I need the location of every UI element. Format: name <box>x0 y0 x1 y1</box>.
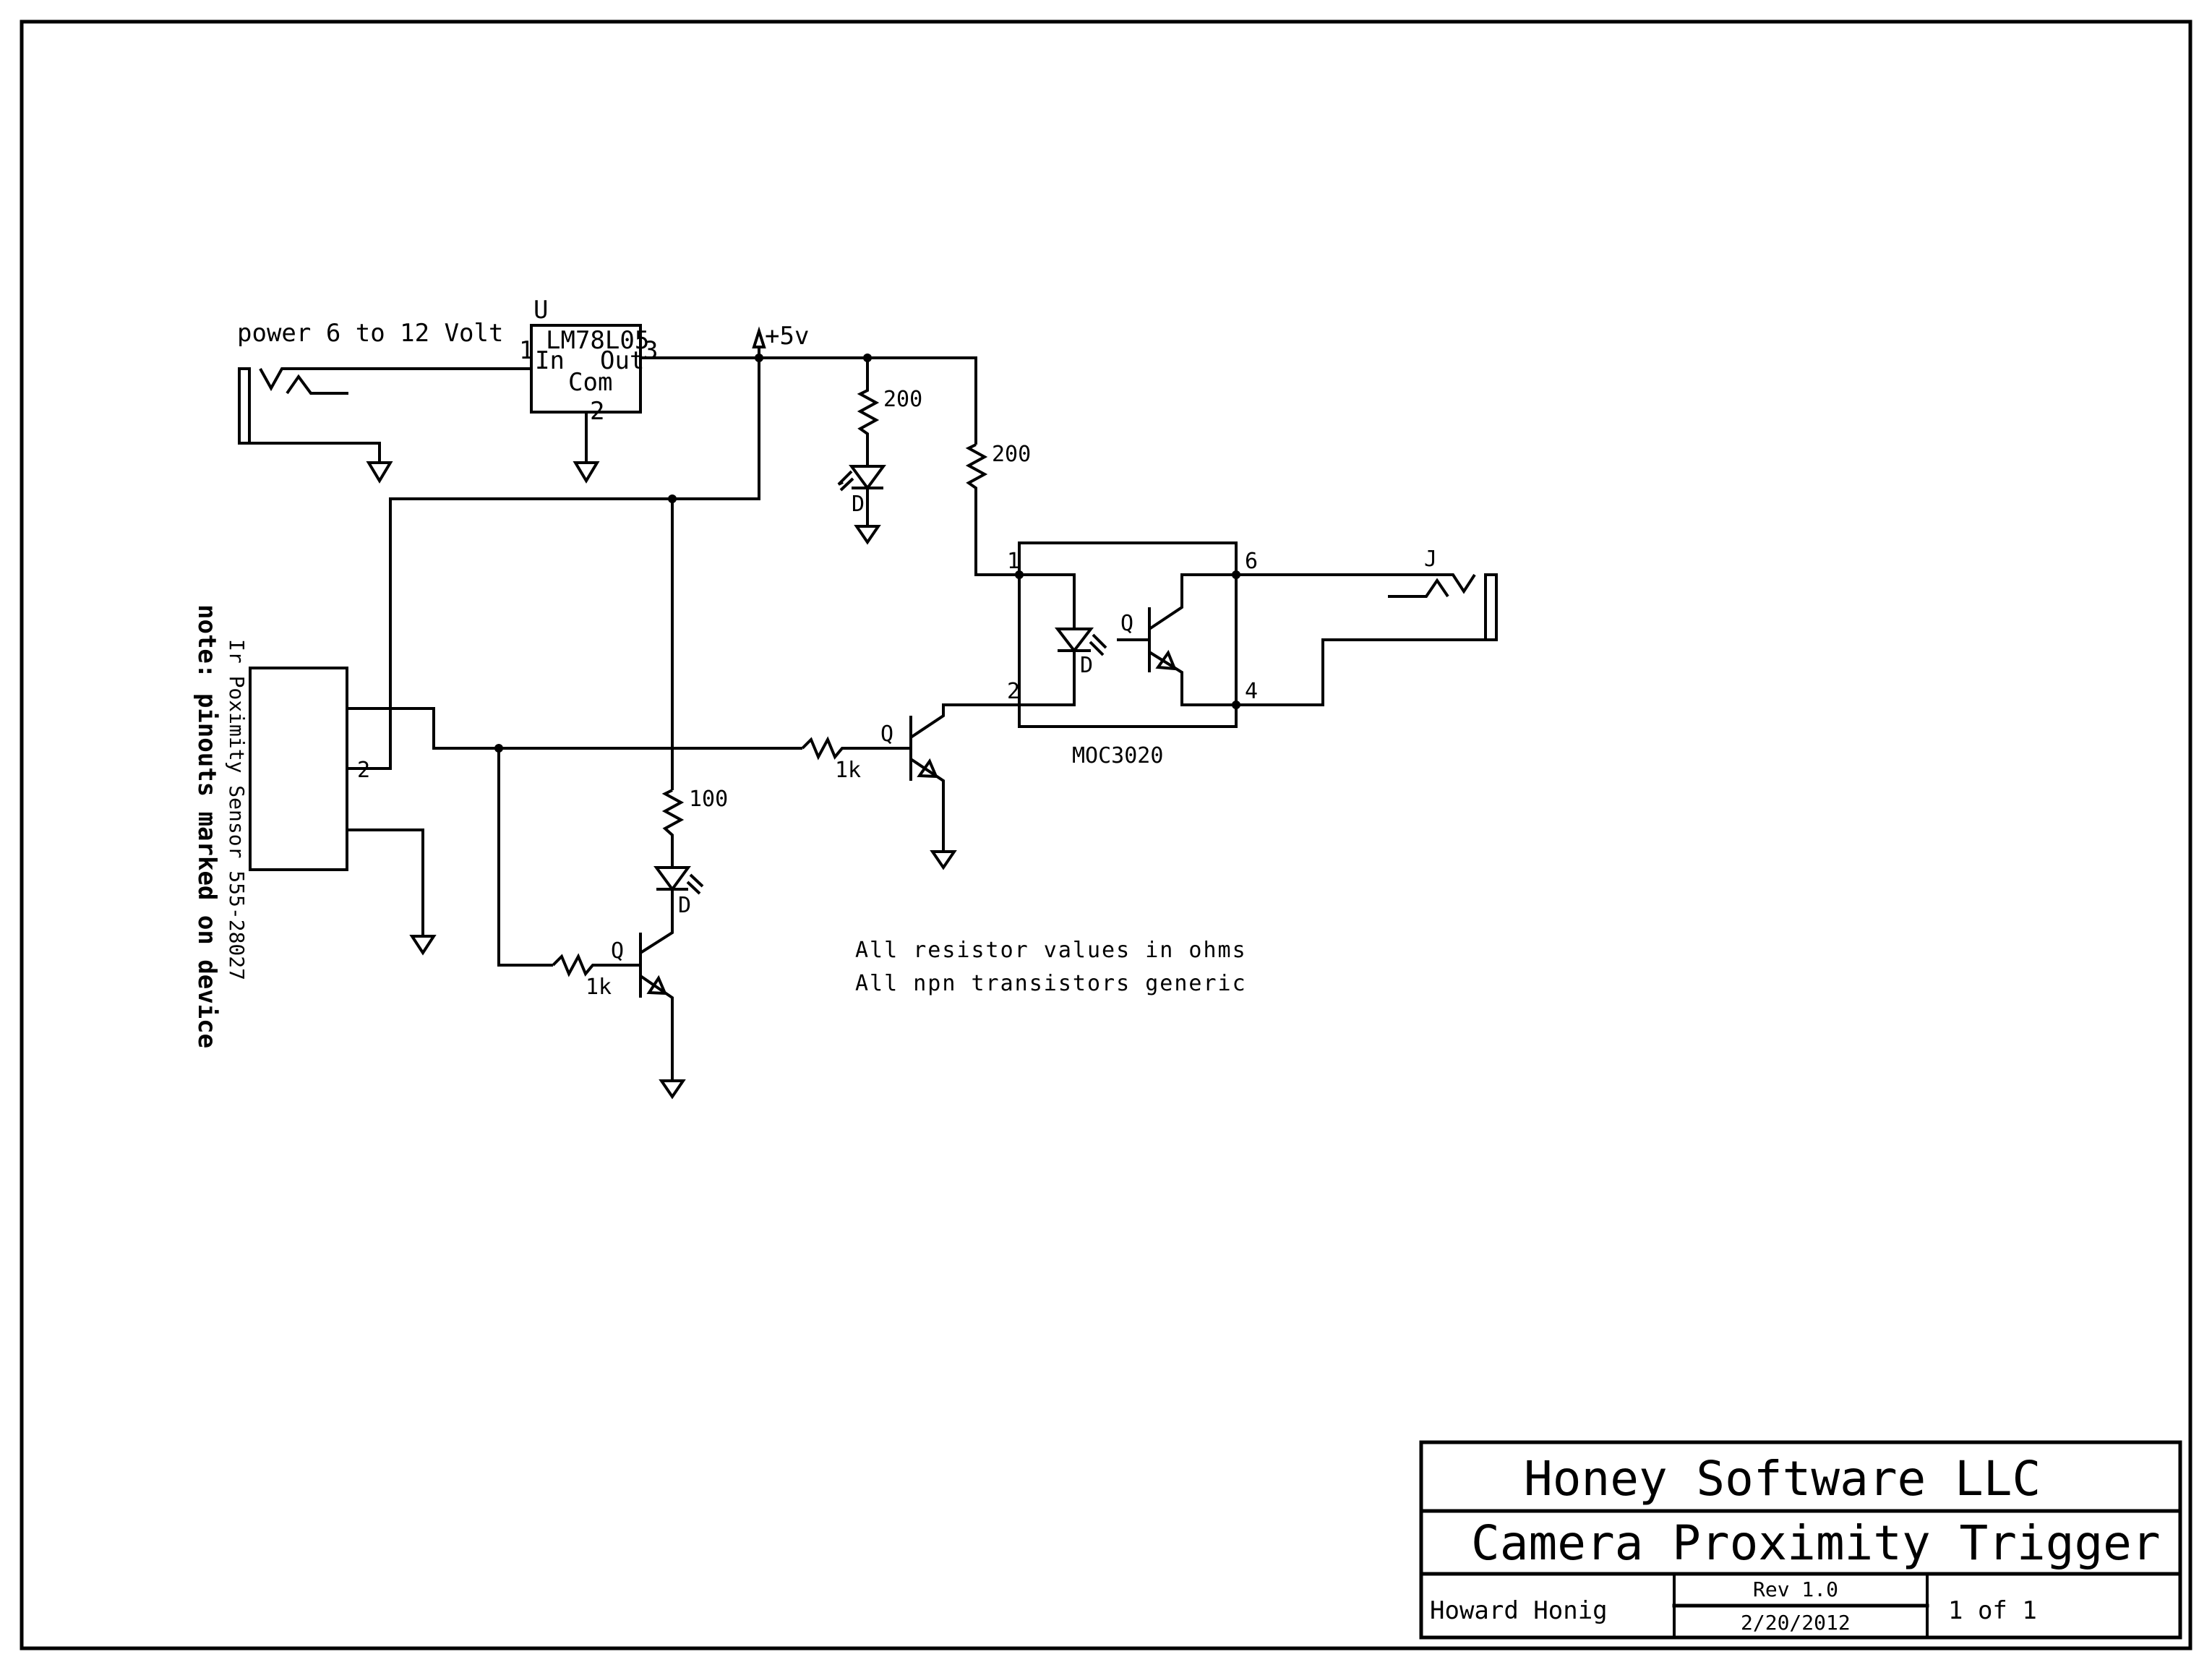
rail-wire <box>640 356 977 445</box>
output-jack-sleeve-wire <box>1236 638 1496 706</box>
driver-transistor: 1k Q <box>499 703 1019 870</box>
sensor-pin-label: 2 <box>357 758 370 783</box>
opto-resistor: 200 <box>965 442 1031 576</box>
power-led-branch: 200 D <box>837 358 922 545</box>
led-icon <box>849 465 886 491</box>
ground-icon <box>409 935 437 956</box>
indicator-circuit: 100 D 1k Q <box>497 499 728 1100</box>
supply-rail: +5v <box>347 322 977 770</box>
regulator-pin-in-label: In <box>535 346 565 375</box>
power-input-label: power 6 to 12 Volt <box>237 319 503 348</box>
sensor-output-wire <box>347 707 499 750</box>
sensor-ground-wire <box>347 828 424 936</box>
led-icon <box>1054 628 1094 654</box>
company-name: Honey Software LLC <box>1524 1451 2041 1507</box>
resistor-value: 200 <box>883 387 922 412</box>
light-arrow-icon <box>1089 641 1105 656</box>
output-jack-tip-wire <box>1236 573 1476 594</box>
opto-diode-ref: D <box>1080 653 1093 678</box>
ground-icon <box>659 1079 686 1100</box>
resistor-icon <box>857 358 880 466</box>
output-jack: J <box>1236 547 1498 706</box>
title-block: Honey Software LLC Camera Proximity Trig… <box>1419 1440 2182 1640</box>
light-arrow-icon <box>689 873 704 888</box>
indicator-emitter <box>639 975 674 1081</box>
sheet-border <box>20 20 2192 1650</box>
sensor-body <box>249 667 348 871</box>
emitter-arrow-icon <box>646 975 668 995</box>
opto-transistor-ref: Q <box>1120 611 1133 636</box>
driver-transistor-ref: Q <box>880 721 893 747</box>
regulator-pin-in-number: 1 <box>519 336 533 365</box>
supply-label: +5v <box>765 322 809 351</box>
regulator-pin-out-label: Out <box>600 346 644 375</box>
power-jack-switch-contact <box>286 374 348 395</box>
power-jack-body <box>238 367 251 445</box>
ir-sensor: 2 Ir Poximity Sensor 555-28027 note: pin… <box>192 604 503 1048</box>
optocoupler-part: MOC3020 <box>1072 743 1163 768</box>
regulator-pin-out-number: 3 <box>643 336 658 365</box>
sensor-label: Ir Poximity Sensor 555-28027 <box>225 639 249 980</box>
voltage-regulator: U LM78L05 In Out Com 1 3 2 <box>519 296 658 484</box>
driver-emitter <box>909 758 945 852</box>
phototransistor-emitter <box>1148 651 1236 706</box>
indicator-diode-ref: D <box>678 893 691 918</box>
regulator-part: LM78L05 <box>546 326 649 355</box>
ground-icon <box>930 850 957 870</box>
ground-icon <box>573 461 600 484</box>
driver-collector <box>909 703 1019 739</box>
light-arrow-icon <box>837 470 853 486</box>
emitter-arrow-icon <box>917 758 939 779</box>
resistor-icon <box>661 789 685 868</box>
drawing-title: Camera Proximity Trigger <box>1471 1515 2161 1571</box>
output-jack-body <box>1484 573 1498 641</box>
power-jack-tip-contact <box>259 367 531 392</box>
opto-led-wire <box>1019 573 1076 629</box>
title-block-frame <box>1419 1440 2182 1640</box>
regulator-pin-com-label: Com <box>568 368 612 397</box>
opto-pin-2: 2 <box>1007 679 1020 704</box>
output-jack-ref: J <box>1424 547 1437 572</box>
light-arrow-icon <box>1092 633 1107 649</box>
phototransistor-collector <box>1148 573 1236 630</box>
output-jack-switch-contact <box>1388 578 1449 598</box>
light-arrow-icon <box>686 881 701 895</box>
emitter-arrow-icon <box>1155 649 1178 671</box>
resistor-value: 200 <box>992 442 1031 467</box>
indicator-base-resistor-value: 1k <box>586 975 612 1000</box>
resistor-icon <box>965 443 1019 576</box>
note-line: All npn transistors generic <box>855 971 1247 996</box>
ground-icon <box>854 525 881 545</box>
diode-ref: D <box>852 492 865 517</box>
indicator-transistor-ref: Q <box>611 938 624 964</box>
author-name: Howard Honig <box>1430 1596 1608 1625</box>
revision: Rev 1.0 <box>1753 1577 1838 1601</box>
power-jack: power 6 to 12 Volt <box>237 319 531 484</box>
drawing-date: 2/20/2012 <box>1741 1611 1851 1635</box>
ground-icon <box>366 461 393 484</box>
rail-drop-wire <box>347 358 760 770</box>
light-arrow-icon <box>839 477 854 492</box>
power-supply-icon <box>752 326 766 348</box>
opto-pin-6: 6 <box>1245 549 1258 574</box>
indicator-base-wire <box>497 748 553 967</box>
note-line: All resistor values in ohms <box>855 938 1247 963</box>
resistor-icon <box>552 953 640 977</box>
resistor-icon <box>801 736 911 761</box>
indicator-resistor-value: 100 <box>689 787 728 812</box>
sheet-number: 1 of 1 <box>1948 1596 2037 1625</box>
led-icon <box>653 866 691 892</box>
opto-led-return <box>1019 651 1076 706</box>
opto-pin-1: 1 <box>1007 549 1020 574</box>
opto-pin-4: 4 <box>1245 679 1258 704</box>
regulator-pin-com-number: 2 <box>590 397 604 426</box>
indicator-collector <box>639 889 674 954</box>
general-notes: All resistor values in ohms All npn tran… <box>855 938 1247 996</box>
power-jack-ground-wire <box>239 442 381 463</box>
regulator-ref: U <box>533 296 548 325</box>
sensor-note: note: pinouts marked on device <box>192 604 221 1048</box>
driver-resistor-value: 1k <box>835 758 861 783</box>
optocoupler: 1 2 6 4 D Q MOC3020 <box>1007 541 1258 768</box>
